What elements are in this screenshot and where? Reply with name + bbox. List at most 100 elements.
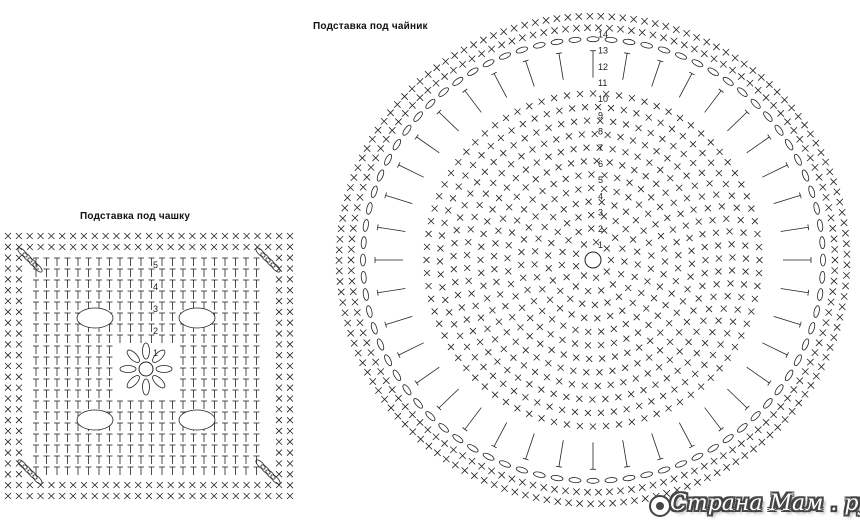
sc-stitch <box>232 481 239 489</box>
sc-stitch <box>748 308 755 315</box>
sc-stitch <box>647 129 654 137</box>
sc-stitch <box>578 300 586 307</box>
sc-stitch <box>663 489 671 497</box>
sc-stitch <box>80 492 88 500</box>
sc-stitch <box>584 24 591 32</box>
sc-stitch <box>335 267 343 275</box>
sc-stitch <box>37 492 44 500</box>
row-number-label: 2 <box>598 224 603 234</box>
sc-stitch <box>539 187 546 195</box>
sc-stitch <box>356 319 364 327</box>
sc-stitch <box>243 232 250 240</box>
sc-stitch <box>660 478 668 486</box>
sc-stitch <box>699 230 706 238</box>
sc-stitch <box>701 243 709 251</box>
sc-stitch <box>602 395 609 403</box>
sc-stitch <box>606 312 614 320</box>
sc-stitch <box>719 452 727 460</box>
sc-stitch <box>167 481 174 489</box>
row-number-label: 1 <box>598 240 603 250</box>
sc-stitch <box>178 492 185 500</box>
sc-stitch <box>572 200 580 208</box>
sc-stitch <box>533 159 541 166</box>
chain-stitch <box>376 169 385 182</box>
sc-stitch <box>622 320 630 328</box>
sc-stitch <box>559 336 566 344</box>
dc-stitch-top <box>491 71 497 76</box>
sc-stitch <box>275 232 283 240</box>
sc-stitch <box>727 280 734 287</box>
sc-stitch <box>468 457 476 465</box>
sc-stitch <box>646 337 654 345</box>
sc-stitch <box>275 351 283 359</box>
sc-stitch <box>514 405 521 412</box>
sc-stitch <box>597 287 605 294</box>
sc-stitch <box>286 406 294 413</box>
sc-stitch <box>377 144 385 152</box>
dc-stitch-top <box>384 192 387 199</box>
sc-stitch <box>517 261 525 269</box>
sc-stitch <box>558 406 566 414</box>
sc-stitch <box>416 418 424 426</box>
sc-stitch <box>508 313 516 321</box>
sc-stitch <box>638 29 646 37</box>
sc-stitch <box>275 492 283 500</box>
sc-stitch <box>609 281 617 288</box>
sc-stitch <box>472 138 479 146</box>
sc-stitch <box>456 214 464 221</box>
sc-stitch <box>571 340 579 347</box>
dc-stitch <box>746 136 770 154</box>
sc-stitch <box>715 169 723 177</box>
sc-stitch <box>790 386 798 394</box>
sc-stitch <box>675 329 683 336</box>
sc-stitch <box>353 308 361 316</box>
dc-stitch <box>762 164 788 178</box>
chain-stitch <box>27 257 38 268</box>
sc-stitch <box>587 184 595 192</box>
sc-stitch <box>480 476 488 484</box>
sc-stitch <box>712 191 720 198</box>
sc-stitch <box>576 422 584 430</box>
sc-stitch <box>653 102 661 110</box>
sc-stitch <box>672 277 680 285</box>
sc-stitch <box>597 341 605 349</box>
sc-stitch <box>702 256 709 264</box>
sc-stitch <box>254 481 261 489</box>
sc-stitch <box>653 147 660 155</box>
sc-stitch <box>578 131 586 138</box>
sc-stitch <box>15 449 23 456</box>
sc-stitch <box>178 243 185 251</box>
dc-stitch <box>398 164 424 178</box>
sc-stitch <box>91 243 99 251</box>
dc-stitch-top <box>657 59 664 63</box>
sc-stitch <box>686 234 693 242</box>
sc-stitch <box>737 216 744 224</box>
sc-stitch <box>388 126 396 134</box>
sc-stitch <box>275 416 283 424</box>
sc-stitch <box>627 485 635 493</box>
sc-stitch <box>587 225 595 232</box>
sc-stitch <box>336 278 344 285</box>
sc-stitch <box>124 243 131 251</box>
sc-stitch <box>689 140 697 148</box>
dc-stitch-top <box>522 457 529 461</box>
sc-stitch <box>655 363 663 371</box>
dc-stitch <box>622 53 628 80</box>
sc-stitch <box>382 377 390 385</box>
sc-stitch <box>554 228 562 236</box>
sc-stitch <box>806 358 814 366</box>
sc-stitch <box>416 77 424 85</box>
sc-stitch <box>59 481 66 489</box>
sc-stitch <box>712 43 720 51</box>
sc-stitch <box>490 32 497 40</box>
sc-stitch <box>683 29 691 37</box>
sc-stitch <box>275 297 283 305</box>
sc-stitch <box>699 149 706 157</box>
sc-stitch <box>417 435 425 443</box>
sc-stitch <box>510 141 517 149</box>
dc-stitch-top <box>624 52 631 55</box>
sc-stitch <box>825 204 833 212</box>
sc-stitch <box>449 195 457 202</box>
sc-stitch <box>543 373 551 381</box>
sc-stitch <box>4 460 12 467</box>
